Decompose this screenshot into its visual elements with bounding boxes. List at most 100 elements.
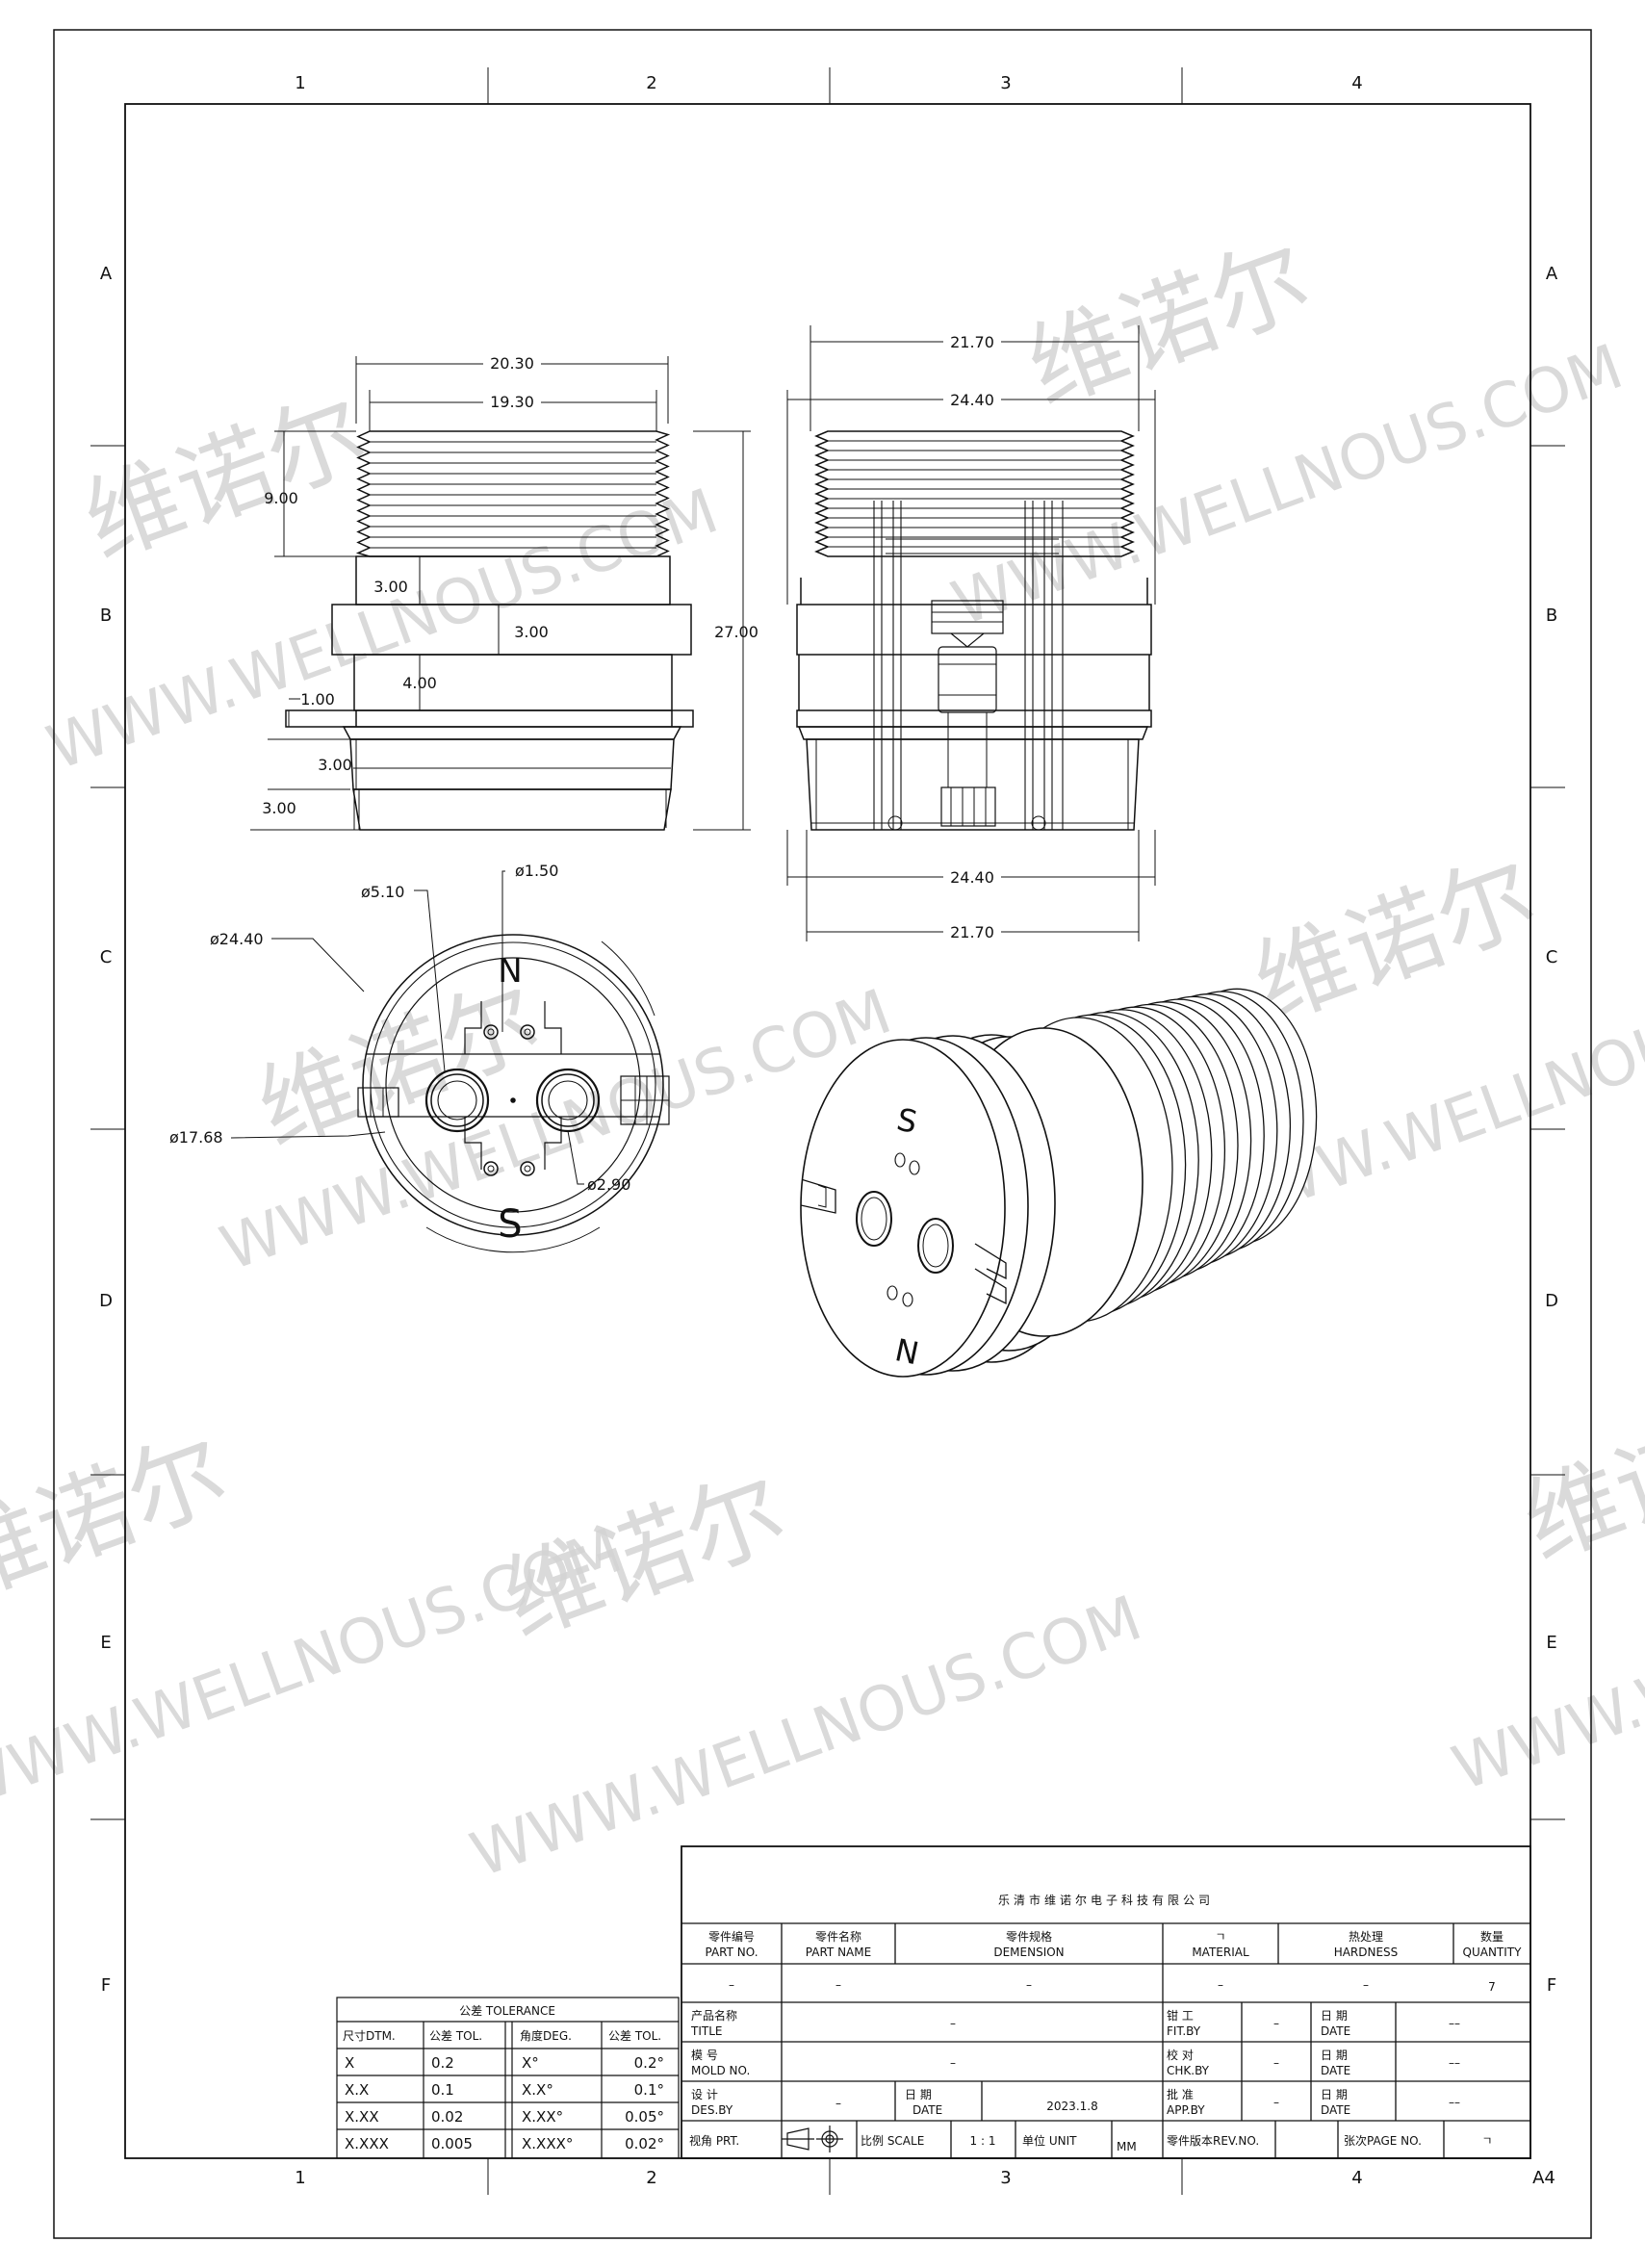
svg-text:X.X: X.X xyxy=(345,2081,369,2099)
company-name: 乐清市维诺尔电子科技有限公司 xyxy=(998,1893,1214,1907)
svg-text:零件编号: 零件编号 xyxy=(708,1929,755,1944)
side-view-thread xyxy=(355,430,671,557)
svg-text:–: – xyxy=(950,2017,956,2030)
end-view-dim-text: ø24.40 ø5.10 ø1.50 ø17.68 ø2.90 xyxy=(169,862,630,1194)
svg-text:21.70: 21.70 xyxy=(950,333,994,351)
side-view xyxy=(285,430,694,831)
svg-text:APP.BY: APP.BY xyxy=(1167,2103,1205,2117)
svg-text:数量: 数量 xyxy=(1480,1929,1504,1944)
svg-text:DES.BY: DES.BY xyxy=(691,2103,733,2117)
svg-text:日 期: 日 期 xyxy=(1321,2049,1348,2062)
svg-text:1 : 1: 1 : 1 xyxy=(970,2134,996,2148)
svg-text:3.00: 3.00 xyxy=(514,623,549,641)
svg-text:TITLE: TITLE xyxy=(690,2024,722,2038)
svg-text:零件规格: 零件规格 xyxy=(1006,1929,1052,1944)
svg-text:B: B xyxy=(100,606,112,626)
svg-text:MOLD NO.: MOLD NO. xyxy=(691,2064,750,2077)
svg-text:C: C xyxy=(1546,947,1558,967)
end-view-leaders xyxy=(230,870,584,1185)
svg-text:3.00: 3.00 xyxy=(373,578,408,596)
svg-text:24.40: 24.40 xyxy=(950,391,994,409)
svg-text:0.2: 0.2 xyxy=(431,2054,454,2072)
svg-text:2: 2 xyxy=(646,2168,656,2188)
svg-text:–: – xyxy=(1218,1978,1223,1992)
svg-text:0.02: 0.02 xyxy=(431,2108,463,2126)
svg-text:–: – xyxy=(835,1978,841,1992)
svg-text:3.00: 3.00 xyxy=(318,756,352,774)
svg-text:CHK.BY: CHK.BY xyxy=(1167,2064,1210,2077)
svg-text:E: E xyxy=(100,1633,111,1653)
svg-text:钳 工: 钳 工 xyxy=(1167,2009,1194,2023)
svg-text:公差 TOLERANCE: 公差 TOLERANCE xyxy=(459,2004,555,2018)
svg-text:4.00: 4.00 xyxy=(402,674,437,692)
tolerance-table: 公差 TOLERANCE 尺寸DTM. 公差 TOL. 角度DEG. 公差 TO… xyxy=(336,1997,680,2159)
svg-text:公差 TOL.: 公差 TOL. xyxy=(608,2029,661,2043)
svg-text:1: 1 xyxy=(295,2168,305,2188)
svg-text:7: 7 xyxy=(1488,1980,1496,1994)
svg-text:B: B xyxy=(1546,606,1557,626)
svg-text:ø5.10: ø5.10 xyxy=(361,883,404,901)
svg-text:张次PAGE NO.: 张次PAGE NO. xyxy=(1344,2134,1422,2148)
svg-text:––: –– xyxy=(1449,2056,1460,2070)
svg-text:4: 4 xyxy=(1351,2168,1362,2188)
svg-text:–: – xyxy=(1026,1978,1032,1992)
svg-text:0.005: 0.005 xyxy=(431,2135,473,2152)
svg-text:ø24.40: ø24.40 xyxy=(210,930,264,948)
projection-symbol xyxy=(782,2126,843,2152)
svg-text:维诺尔: 维诺尔 xyxy=(70,375,380,580)
svg-text:A4: A4 xyxy=(1532,2168,1555,2188)
svg-text:21.70: 21.70 xyxy=(950,923,994,941)
svg-text:19.30: 19.30 xyxy=(490,393,534,411)
svg-text:批 准: 批 准 xyxy=(1167,2087,1194,2101)
svg-text:A: A xyxy=(1546,264,1558,284)
svg-text:3: 3 xyxy=(1000,2168,1011,2188)
svg-text:ø2.90: ø2.90 xyxy=(587,1175,630,1194)
svg-text:3: 3 xyxy=(1000,73,1011,93)
side-view-dim-text: 20.30 19.30 9.00 3.00 3.00 4.00 1.00 3.0… xyxy=(262,352,758,817)
svg-text:单位 UNIT: 单位 UNIT xyxy=(1022,2133,1077,2148)
svg-text:FIT.BY: FIT.BY xyxy=(1167,2024,1201,2038)
svg-text:HARDNESS: HARDNESS xyxy=(1334,1946,1399,1959)
svg-text:X.XX: X.XX xyxy=(345,2108,379,2126)
svg-text:公差 TOL.: 公差 TOL. xyxy=(429,2029,482,2043)
svg-text:维诺尔: 维诺尔 xyxy=(1240,838,1550,1043)
svg-text:产品名称: 产品名称 xyxy=(691,2008,737,2023)
svg-text:零件名称: 零件名称 xyxy=(815,1929,861,1944)
svg-text:9.00: 9.00 xyxy=(264,489,298,507)
svg-text:E: E xyxy=(1546,1633,1556,1653)
svg-text:2: 2 xyxy=(646,73,656,93)
svg-text:3.00: 3.00 xyxy=(262,799,296,817)
svg-text:零件版本REV.NO.: 零件版本REV.NO. xyxy=(1167,2134,1259,2148)
svg-text:日 期: 日 期 xyxy=(1321,2009,1348,2023)
section-view-dim-text: 21.70 24.40 24.40 21.70 xyxy=(943,332,1001,941)
iso-view xyxy=(800,988,1318,1378)
svg-text:0.05°: 0.05° xyxy=(625,2108,664,2126)
svg-text:尺寸DTM.: 尺寸DTM. xyxy=(343,2029,396,2043)
svg-text:–: – xyxy=(729,1978,734,1992)
svg-text:模 号: 模 号 xyxy=(691,2049,718,2062)
section-view xyxy=(796,430,1152,831)
svg-text:–: – xyxy=(835,2097,841,2110)
svg-text:日 期: 日 期 xyxy=(1321,2088,1348,2101)
section-view-thread xyxy=(814,430,1135,557)
svg-text:24.40: 24.40 xyxy=(950,868,994,887)
svg-text:QUANTITY: QUANTITY xyxy=(1463,1946,1523,1959)
svg-text:F: F xyxy=(101,1975,111,1996)
svg-text:ø1.50: ø1.50 xyxy=(515,862,558,880)
svg-text:DATE: DATE xyxy=(912,2103,942,2117)
svg-text:维诺尔: 维诺尔 xyxy=(1014,221,1324,426)
svg-text:4: 4 xyxy=(1351,73,1362,93)
svg-text:–: – xyxy=(1273,2096,1279,2109)
svg-text:D: D xyxy=(1545,1291,1558,1311)
svg-text:0.02°: 0.02° xyxy=(625,2135,664,2152)
svg-text:2023.1.8: 2023.1.8 xyxy=(1046,2100,1097,2113)
svg-text:热处理: 热处理 xyxy=(1349,1930,1383,1944)
svg-text:D: D xyxy=(99,1291,113,1311)
svg-text:C: C xyxy=(100,947,113,967)
svg-text:MM: MM xyxy=(1117,2140,1137,2153)
svg-text:DATE: DATE xyxy=(1321,2024,1350,2038)
svg-text:–: – xyxy=(950,2056,956,2070)
svg-text:角度DEG.: 角度DEG. xyxy=(520,2028,572,2043)
svg-text:A: A xyxy=(100,264,113,284)
svg-text:X: X xyxy=(345,2054,354,2072)
